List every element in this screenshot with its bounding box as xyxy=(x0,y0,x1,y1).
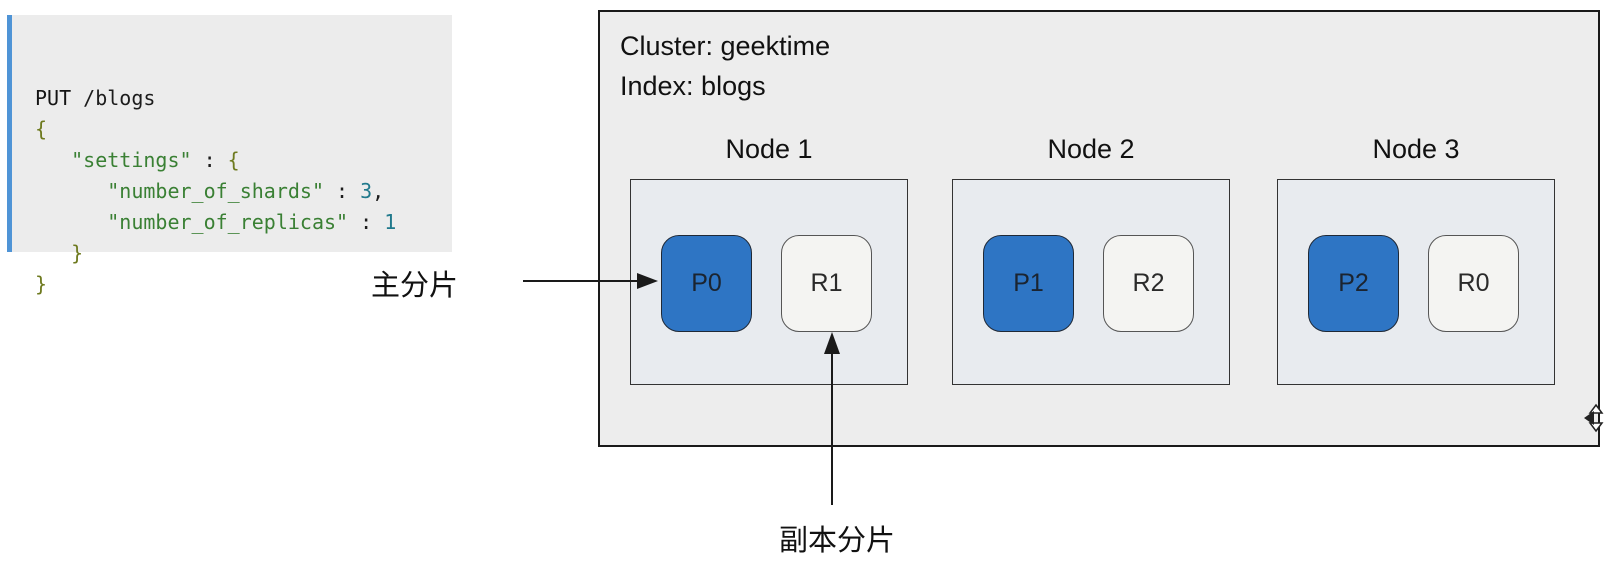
code-token-string: "number_of_shards" xyxy=(107,179,324,203)
node-1-label: Node 1 xyxy=(725,134,813,164)
code-token-keyword: PUT xyxy=(35,86,84,110)
code-token-plain: /blogs xyxy=(83,86,156,110)
replica-shard-label: 副本分片 xyxy=(779,525,896,557)
code-snippet: PUT /blogs { "settings" : { "number_of_sh… xyxy=(7,15,452,296)
shard-r2: R2 xyxy=(1103,235,1194,332)
node-3-label: Node 3 xyxy=(1372,134,1460,164)
node-2-box: P1 R2 xyxy=(952,179,1230,385)
code-token-plain xyxy=(35,241,71,265)
code-token-string: "number_of_replicas" xyxy=(107,210,349,234)
code-line: PUT /blogs xyxy=(35,83,452,114)
code-line: } xyxy=(35,238,452,269)
code-token-plain: : xyxy=(324,179,361,203)
index-name: Index: blogs xyxy=(620,71,766,101)
code-line: { xyxy=(35,114,452,145)
code-lines: PUT /blogs { "settings" : { "number_of_sh… xyxy=(35,83,452,300)
cluster-title: Cluster: geektime Index: blogs xyxy=(620,26,830,106)
code-token-string: "settings" xyxy=(71,148,192,172)
shard-r0: R0 xyxy=(1428,235,1519,332)
code-token-number: 3 xyxy=(360,179,373,203)
code-token-brace: { xyxy=(227,148,240,172)
code-token-brace: } xyxy=(71,241,84,265)
code-token-plain xyxy=(35,179,107,203)
code-line: "number_of_shards" : 3, xyxy=(35,176,452,207)
node-3-box: P2 R0 xyxy=(1277,179,1555,385)
code-token-number: 1 xyxy=(384,210,397,234)
node-2-label: Node 2 xyxy=(1047,134,1135,164)
code-line: "number_of_replicas" : 1 xyxy=(35,207,452,238)
code-token-plain xyxy=(35,148,71,172)
code-token-plain: : xyxy=(191,148,228,172)
shard-p1: P1 xyxy=(983,235,1074,332)
shard-p0: P0 xyxy=(661,235,752,332)
node-1-box: P0 R1 xyxy=(630,179,908,385)
code-token-plain: , xyxy=(372,179,385,203)
shard-r1: R1 xyxy=(781,235,872,332)
code-token-brace: } xyxy=(35,272,48,296)
code-token-brace: { xyxy=(35,117,48,141)
shard-p2: P2 xyxy=(1308,235,1399,332)
code-line: } xyxy=(35,269,452,300)
primary-shard-label: 主分片 xyxy=(371,270,459,302)
cluster-name: Cluster: geektime xyxy=(620,31,831,61)
code-token-plain xyxy=(35,210,107,234)
code-token-plain: : xyxy=(348,210,385,234)
cluster-box: Cluster: geektime Index: blogs Node 1 No… xyxy=(598,10,1600,447)
code-line: "settings" : { xyxy=(35,145,452,176)
